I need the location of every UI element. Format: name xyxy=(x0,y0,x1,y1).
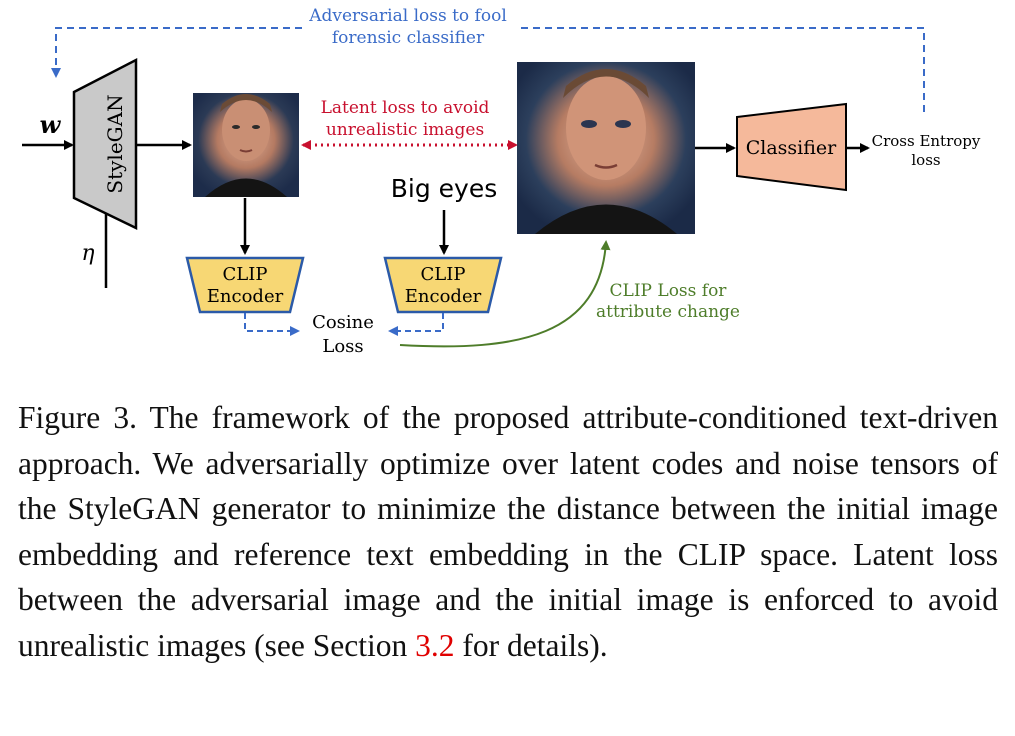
clip-encoder-text-label-line2: Encoder xyxy=(405,286,482,307)
clip-loss-arrow xyxy=(399,240,611,348)
input-eta-label: η xyxy=(81,241,94,266)
text-prompt: Big eyes xyxy=(391,174,498,203)
classifier-label: Classifier xyxy=(746,137,837,159)
framework-diagram: Adversarial loss to fool forensic classi… xyxy=(22,6,981,357)
latent-loss-label-line2: unrealistic images xyxy=(326,120,484,140)
clip-loss-label-line2: attribute change xyxy=(596,302,740,322)
input-w-label: w xyxy=(40,110,62,139)
initial-face-image xyxy=(193,93,299,197)
adversarial-loss-arrow xyxy=(56,27,925,112)
latent-loss-label-line1: Latent loss to avoid xyxy=(321,98,490,118)
stylegan-generator xyxy=(72,57,138,230)
section-reference-link[interactable]: 3.2 xyxy=(415,627,455,663)
figure-caption: Figure 3. The framework of the proposed … xyxy=(18,395,998,668)
classifier-box xyxy=(736,102,847,192)
clip-encoder-image xyxy=(185,256,305,314)
adversarial-loss-label-line1: Adversarial loss to fool xyxy=(308,6,507,26)
clip-image-to-cosine-connector xyxy=(244,313,300,336)
cosine-loss-label-line2: Loss xyxy=(322,336,363,357)
adversarial-face-image xyxy=(517,62,695,234)
caption-text-end: for details). xyxy=(454,627,608,663)
cosine-loss-label-line1: Cosine xyxy=(312,312,374,333)
clip-text-to-cosine-connector xyxy=(388,313,444,336)
clip-encoder-text xyxy=(383,256,503,314)
clip-loss-label-line1: CLIP Loss for xyxy=(610,281,728,301)
clip-encoder-image-label-line2: Encoder xyxy=(207,286,284,307)
adversarial-loss-label-line2: forensic classifier xyxy=(332,28,485,48)
clip-encoder-image-label-line1: CLIP xyxy=(223,264,268,285)
stylegan-label: StyleGAN xyxy=(103,94,127,193)
caption-text: Figure 3. The framework of the proposed … xyxy=(18,400,998,663)
clip-encoder-text-label-line1: CLIP xyxy=(421,264,466,285)
cross-entropy-label-line1: Cross Entropy xyxy=(872,132,981,150)
cross-entropy-label-line2: loss xyxy=(911,151,940,169)
